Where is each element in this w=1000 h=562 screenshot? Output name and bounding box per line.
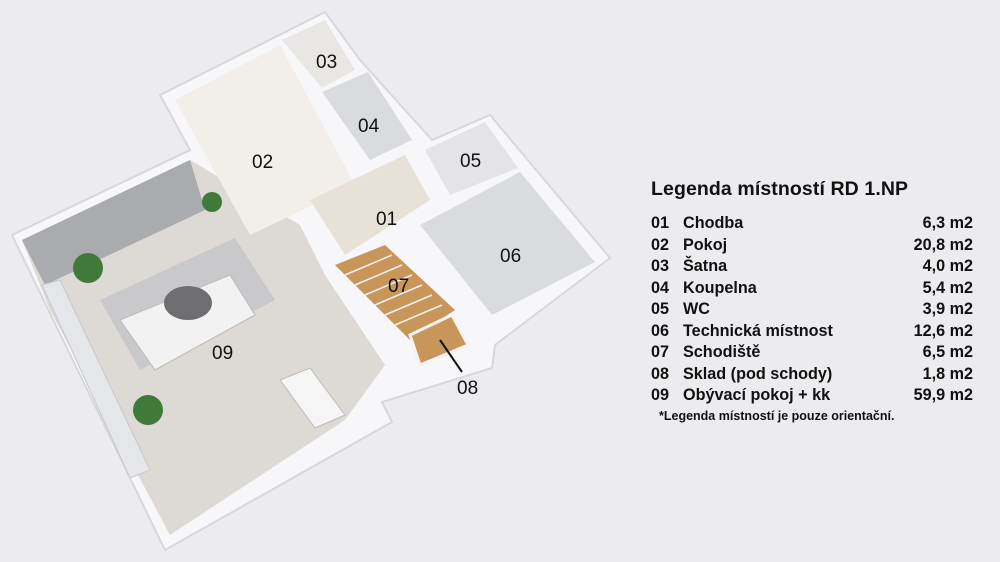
legend-row: 02 Pokoj 20,8 m2 xyxy=(651,235,973,257)
room-number: 01 xyxy=(651,214,670,232)
legend-title: Legenda místností RD 1.NP xyxy=(651,178,909,200)
room-name: WC xyxy=(683,300,710,318)
coffee-table xyxy=(164,286,212,320)
room-name: Chodba xyxy=(683,214,744,232)
plant xyxy=(133,395,163,425)
legend-row: 07 Schodiště 6,5 m2 xyxy=(651,342,973,364)
room-label-07: 07 xyxy=(388,276,409,297)
room-label-06: 06 xyxy=(500,246,521,267)
room-number: 02 xyxy=(651,235,670,254)
room-area: 20,8 m2 xyxy=(913,235,973,254)
plant xyxy=(202,192,222,212)
room-02-floor xyxy=(175,45,355,235)
room-area: 6,3 m2 xyxy=(922,214,973,232)
room-number: 03 xyxy=(651,257,670,275)
living-wall-gray xyxy=(22,160,205,285)
kitchen-island xyxy=(279,367,346,429)
room-area: 1,8 m2 xyxy=(922,364,973,383)
room-number: 06 xyxy=(651,321,670,340)
room-number: 07 xyxy=(651,343,670,361)
legend-row: 01 Chodba 6,3 m2 xyxy=(651,213,973,235)
room-label-08: 08 xyxy=(457,378,478,399)
room-name: Koupelna xyxy=(683,278,757,297)
room-area: 3,9 m2 xyxy=(922,300,973,318)
room-name: Schodiště xyxy=(683,343,761,361)
room-area: 4,0 m2 xyxy=(922,257,973,275)
room-name: Šatna xyxy=(683,257,728,275)
pointer-08 xyxy=(439,339,463,373)
legend-row: 06 Technická místnost 12,6 m2 xyxy=(651,321,973,343)
glass-wall xyxy=(41,279,151,479)
room-label-04: 04 xyxy=(358,116,380,137)
room-name: Sklad (pod schody) xyxy=(683,364,833,383)
room-number: 09 xyxy=(651,386,670,404)
room-legend: Legenda místností RD 1.NP 01 Chodba 6,3 m2… xyxy=(651,178,973,423)
room-label-05: 05 xyxy=(460,151,481,172)
room-label-01: 01 xyxy=(376,209,397,230)
legend-row: 03 Šatna 4,0 m2 xyxy=(651,256,973,278)
room-01-floor xyxy=(310,155,430,255)
room-09-floor xyxy=(22,160,385,535)
legend-row: 05 WC 3,9 m2 xyxy=(651,299,973,321)
room-area: 6,5 m2 xyxy=(922,343,973,361)
legend-note: *Legenda místností je pouze orientační. xyxy=(659,408,895,423)
room-label-02: 02 xyxy=(252,152,273,173)
room-name: Pokoj xyxy=(683,235,728,254)
room-number: 05 xyxy=(651,300,670,318)
room-05-floor xyxy=(425,122,518,195)
room-06-floor xyxy=(420,172,595,315)
room-07-stairs xyxy=(335,245,455,340)
room-label-03: 03 xyxy=(316,52,337,73)
legend-row: 08 Sklad (pod schody) 1,8 m2 xyxy=(651,364,973,386)
room-name: Technická místnost xyxy=(683,321,833,340)
room-04-floor xyxy=(322,72,412,160)
room-area: 12,6 m2 xyxy=(913,321,973,340)
legend-row: 09 Obývací pokoj + kk 59,9 m2 xyxy=(651,385,973,407)
room-03-floor xyxy=(282,20,355,88)
room-label-09: 09 xyxy=(212,343,233,364)
room-08-floor xyxy=(408,313,471,368)
plant xyxy=(73,253,103,283)
room-area: 5,4 m2 xyxy=(922,278,973,297)
room-number: 04 xyxy=(651,278,670,297)
legend-row: 04 Koupelna 5,4 m2 xyxy=(651,278,973,300)
room-number: 08 xyxy=(651,364,670,383)
room-name: Obývací pokoj + kk xyxy=(683,386,831,404)
stair-steps xyxy=(344,254,443,326)
room-area: 59,9 m2 xyxy=(913,386,973,404)
